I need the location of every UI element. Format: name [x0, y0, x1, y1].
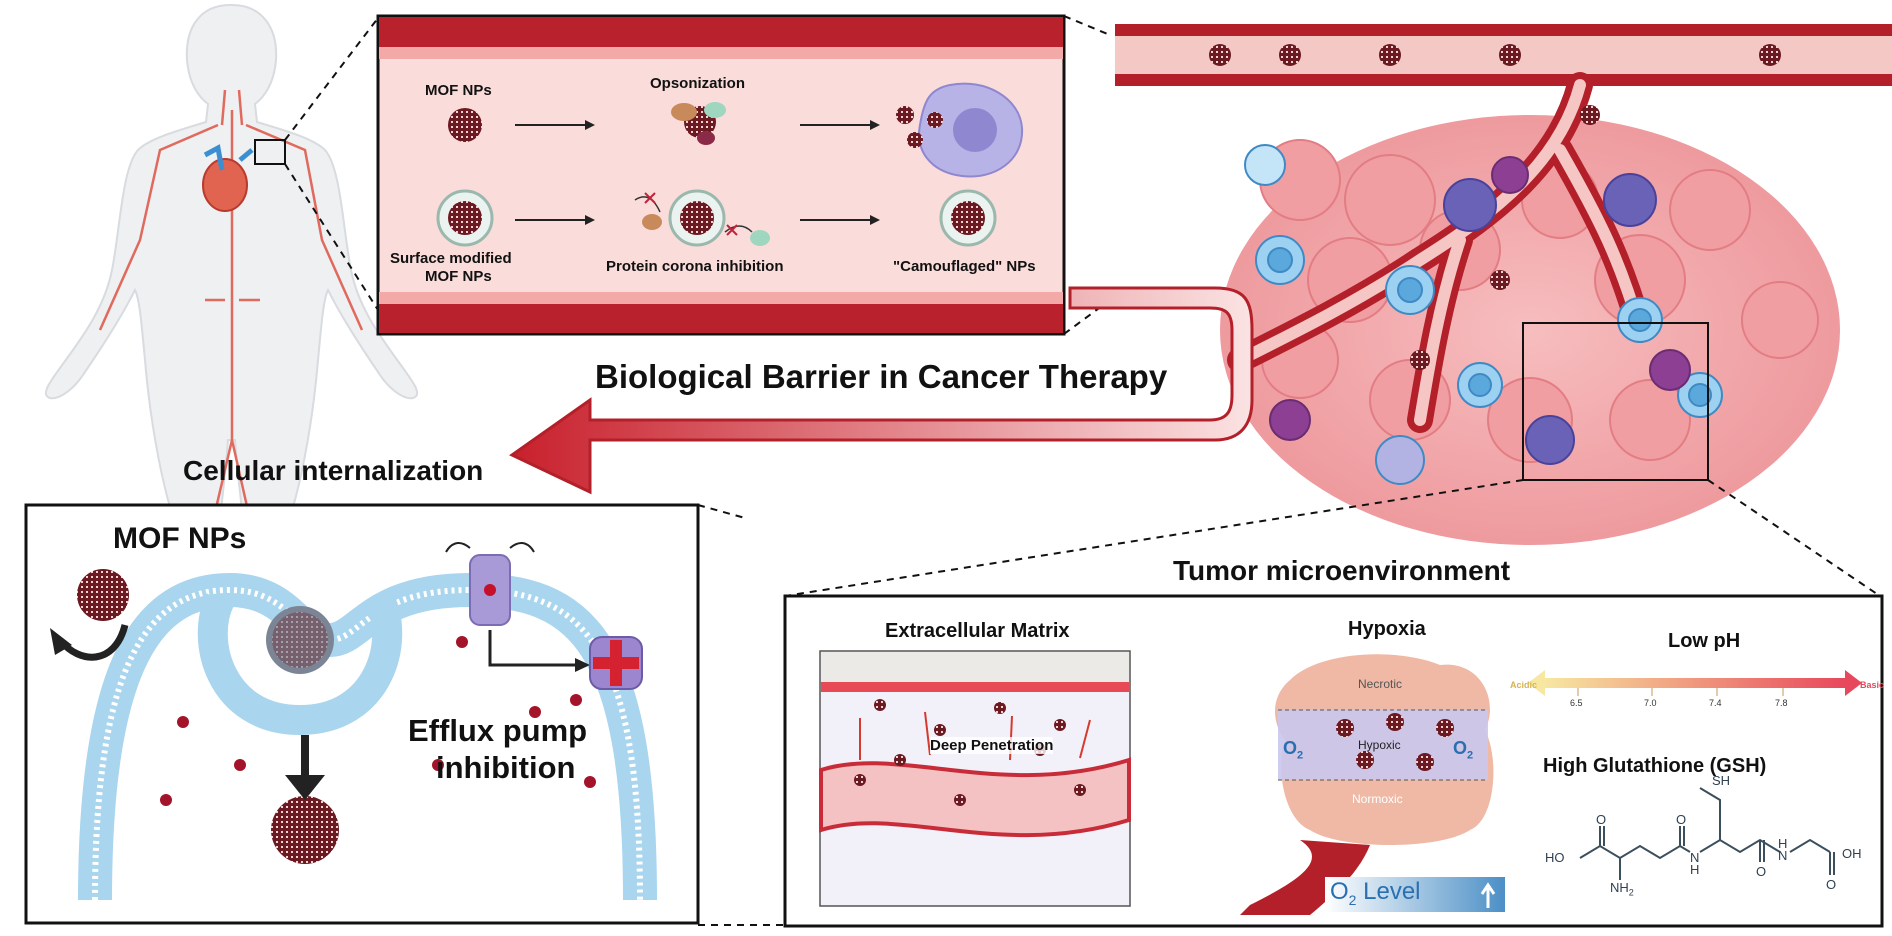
mof-nanoparticle [271, 796, 339, 864]
ecm-title: Extracellular Matrix [885, 620, 1070, 642]
zoom-line [697, 504, 746, 519]
surface-modified-label-1: Surface modified [390, 250, 512, 267]
surface-modified-label-2: MOF NPs [425, 268, 492, 285]
barrier-arrow [509, 286, 1254, 495]
gsh-atom: OH [1842, 846, 1862, 861]
ph-scale [1528, 670, 1862, 696]
gsh-atom: H [1690, 862, 1700, 877]
o2-left-label: O2 [1283, 738, 1304, 762]
efflux-label-2: inhibition [436, 750, 576, 785]
mof-nanoparticle [448, 108, 482, 142]
protein-corona-label: Protein corona inhibition [606, 258, 784, 275]
necrotic-label: Necrotic [1358, 677, 1403, 691]
mof-nps-label: MOF NPs [425, 82, 492, 99]
camouflaged-label: "Camouflaged" NPs [893, 258, 1036, 275]
hypoxic-label: Hypoxic [1358, 738, 1401, 752]
opsonized-particle [671, 102, 726, 145]
gsh-atom: O [1596, 812, 1607, 827]
gsh-title: High Glutathione (GSH) [1543, 755, 1767, 777]
cell-panel [24, 503, 700, 925]
arrow-label: Cellular internalization [183, 455, 484, 486]
zoom-line [284, 17, 379, 141]
macrophage-cell [896, 82, 1024, 178]
ph-tick: 7.8 [1775, 698, 1788, 708]
normoxic-label: Normoxic [1352, 792, 1403, 806]
ecm-illustration [819, 650, 1131, 907]
gsh-atom: SH [1712, 773, 1731, 788]
vessel-panel [376, 14, 1066, 336]
gsh-atom: O [1676, 812, 1687, 827]
efflux-label-1: Efflux pump [408, 713, 588, 748]
opsonization-label: Opsonization [650, 75, 745, 92]
gsh-atom: HO [1545, 850, 1565, 865]
gsh-molecule [1579, 787, 1835, 880]
camouflaged-nanoparticle [939, 189, 997, 247]
o2-level-label: O2 Level [1330, 878, 1421, 908]
gsh-atom: NH2 [1610, 880, 1634, 898]
mof-nanoparticle [77, 569, 129, 621]
efflux-pump [445, 542, 535, 626]
hypoxia-illustration [1240, 654, 1505, 915]
gsh-atom: N [1690, 850, 1700, 865]
tumor-illustration [1115, 24, 1892, 545]
ph-tick: 7.0 [1644, 698, 1657, 708]
cell-panel-title: MOF NPs [113, 522, 247, 555]
zoom-line [284, 163, 379, 311]
ph-tick: 6.5 [1570, 698, 1583, 708]
o2-right-label: O2 [1453, 738, 1474, 762]
zoom-line [1063, 299, 1111, 335]
gsh-atom: N [1778, 848, 1788, 863]
ph-acidic-label: Acidic [1510, 680, 1538, 690]
zoom-line [1707, 479, 1881, 597]
gsh-atom: O [1826, 877, 1837, 892]
corona-inhibited-particle [634, 189, 770, 247]
inhibited-pump [589, 636, 643, 690]
ph-title: Low pH [1668, 630, 1741, 652]
ecm-label: Deep Penetration [930, 737, 1054, 754]
ph-basic-label: Basic [1860, 680, 1885, 690]
gsh-atom: H [1778, 836, 1788, 851]
gsh-atom: O [1756, 864, 1767, 879]
banner-title: Biological Barrier in Cancer Therapy [595, 358, 1168, 395]
ph-tick: 7.4 [1709, 698, 1722, 708]
tme-panel [783, 594, 1884, 928]
hypoxia-title: Hypoxia [1348, 618, 1426, 640]
tumor-title: Tumor microenvironment [1173, 555, 1511, 586]
zoom-line [1063, 15, 1111, 36]
surface-modified-mof [436, 189, 494, 247]
